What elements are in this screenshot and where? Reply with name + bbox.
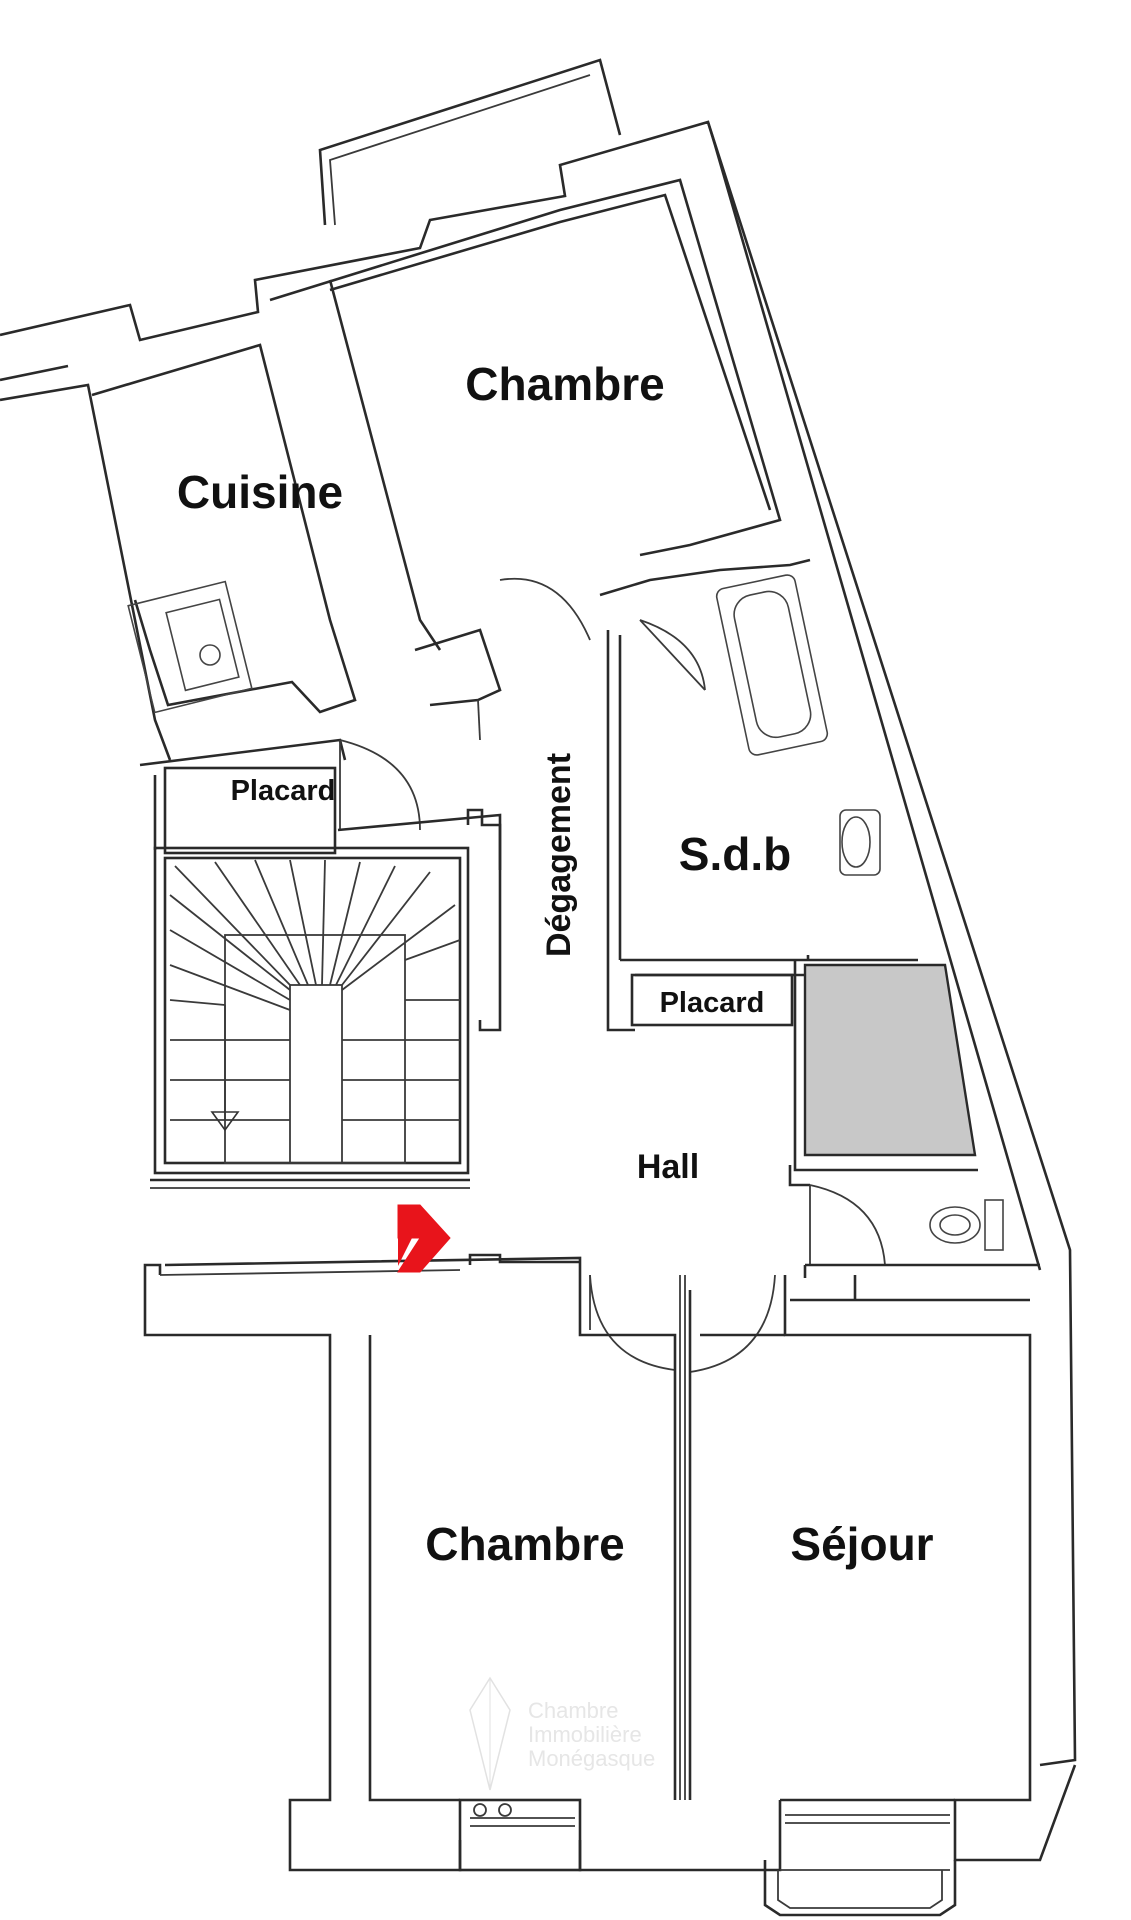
- watermark-line1: Chambre: [528, 1698, 618, 1723]
- watermark-line3: Monégasque: [528, 1746, 655, 1771]
- bottom-walls: [368, 1275, 1077, 1917]
- bathtub-icon: [715, 574, 829, 756]
- upper-walls: [0, 58, 1077, 1767]
- stair-arrow-icon: [210, 1005, 240, 1132]
- label-chambre-top: Chambre: [465, 358, 664, 410]
- entrance-arrow-icon: [397, 1204, 451, 1273]
- label-cuisine: Cuisine: [177, 466, 343, 518]
- sink-icon: [839, 809, 881, 876]
- stove-icon: [127, 580, 253, 714]
- label-placard-right: Placard: [660, 987, 765, 1019]
- label-sdb: S.d.b: [679, 828, 791, 880]
- watermark-line2: Immobilière: [528, 1722, 642, 1747]
- watermark-logo-icon: [469, 1676, 511, 1791]
- label-placard-left: Placard: [231, 775, 336, 807]
- label-degagement: Dégagement: [540, 753, 578, 957]
- label-sejour: Séjour: [790, 1518, 933, 1570]
- toilet-icon: [929, 1199, 1004, 1251]
- wc-area: [788, 955, 1040, 1278]
- watermark: Chambre Immobilière Monégasque: [469, 1676, 655, 1791]
- shaded-area: [803, 963, 977, 1157]
- label-chambre-bottom: Chambre: [425, 1518, 624, 1570]
- staircase: [139, 738, 502, 1175]
- bathroom-walls: [499, 558, 940, 1032]
- label-hall: Hall: [637, 1148, 699, 1186]
